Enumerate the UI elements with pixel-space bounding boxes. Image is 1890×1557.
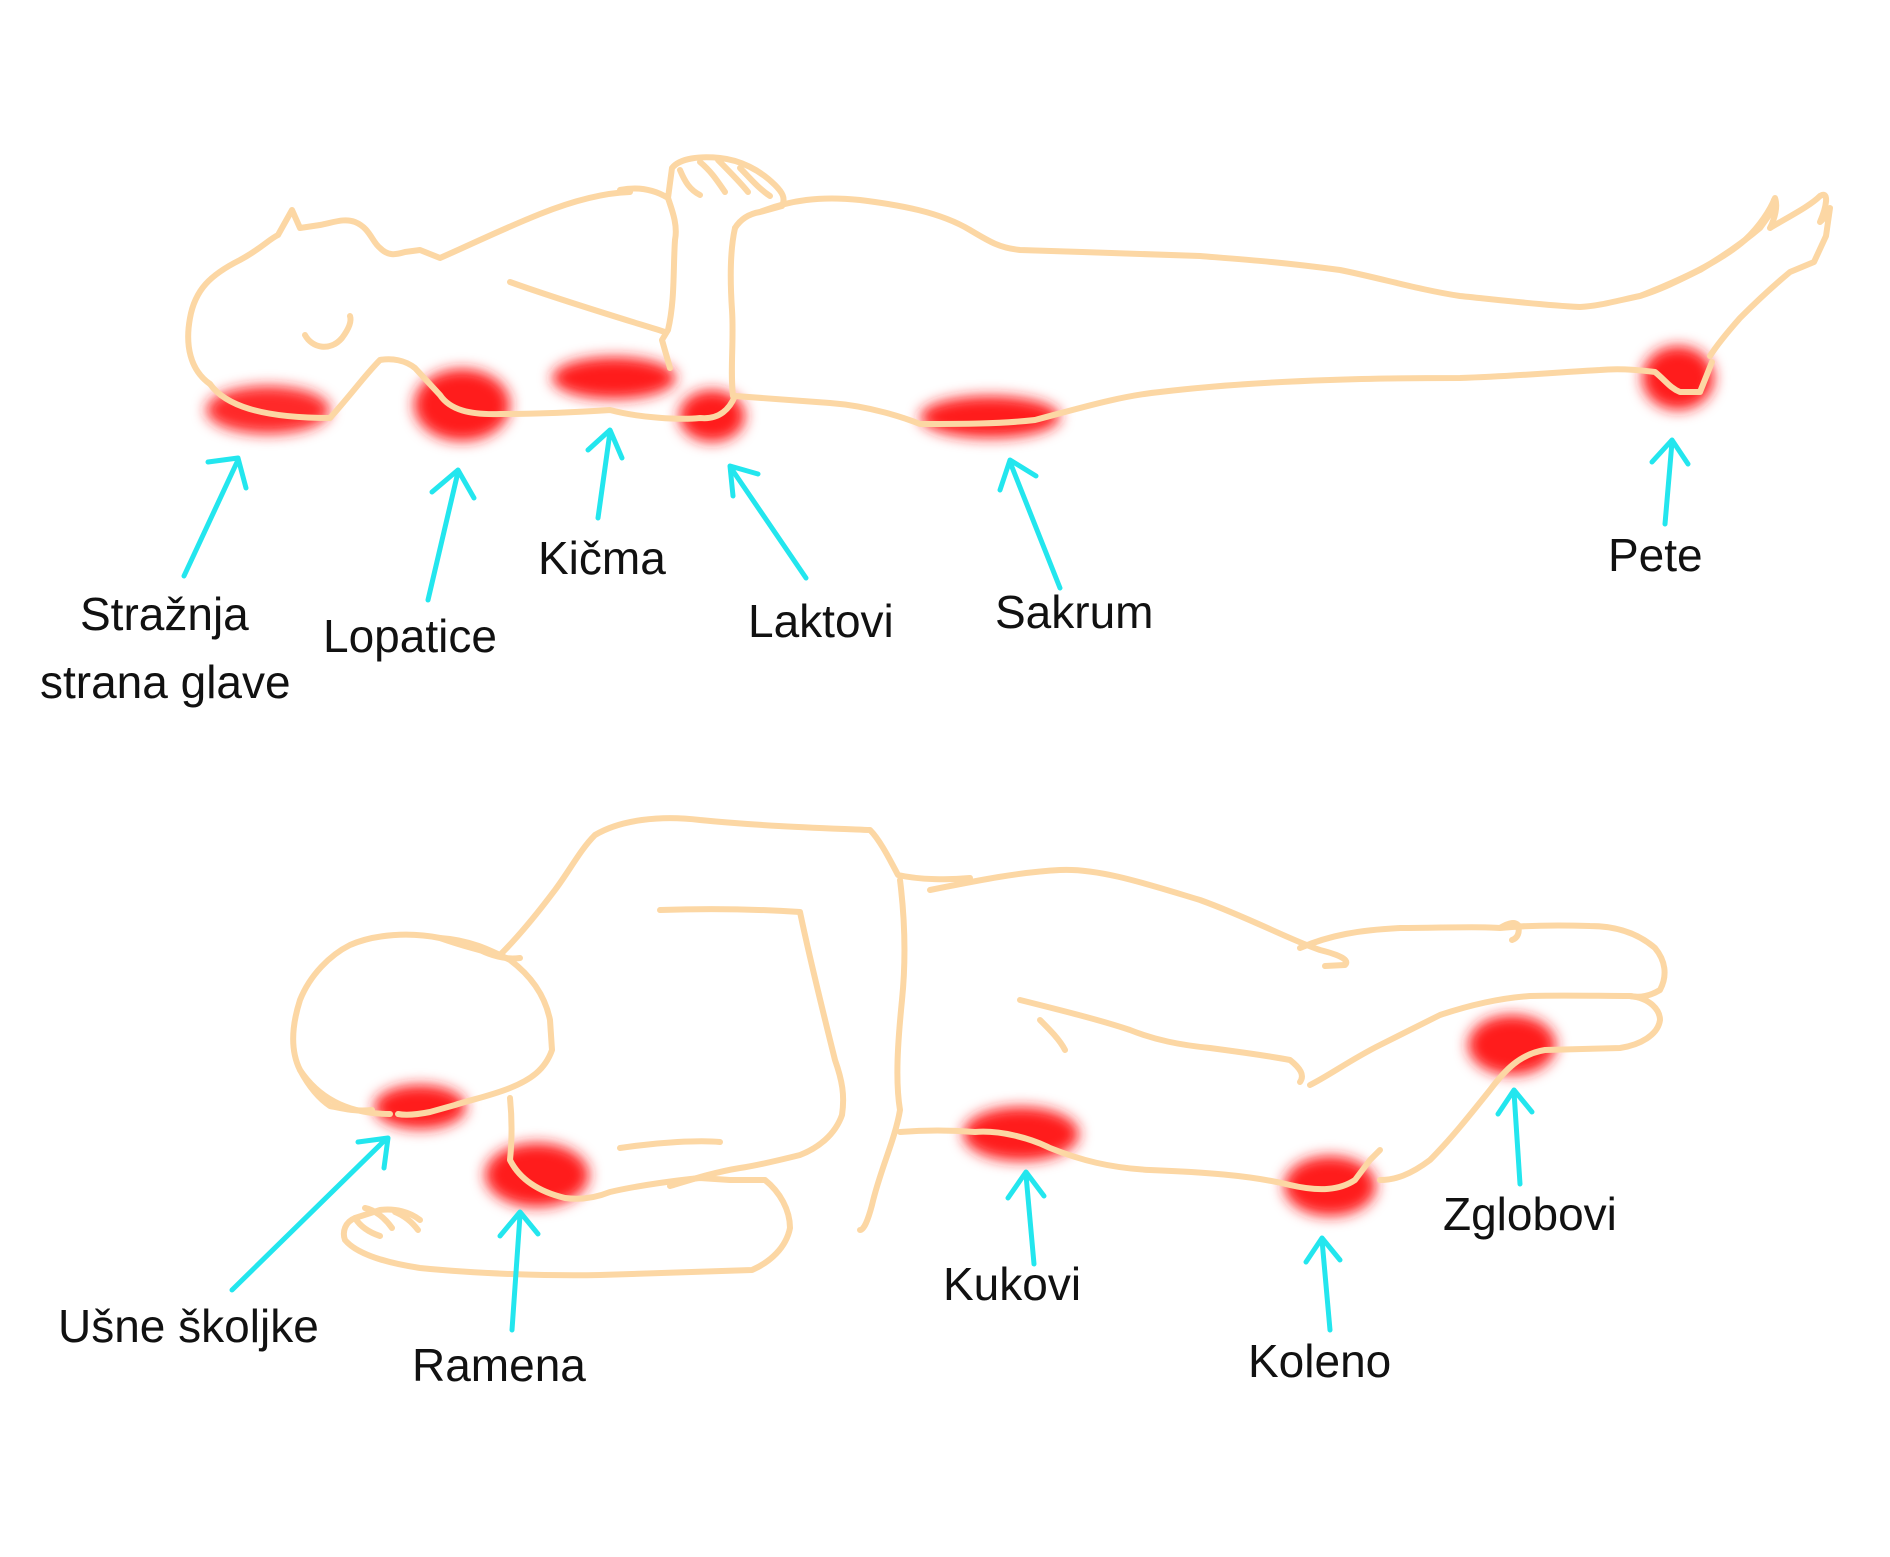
arrow-shoulders bbox=[497, 1209, 541, 1333]
supine-figure bbox=[185, 154, 1833, 442]
arrow-head-back bbox=[181, 455, 249, 579]
pressure-spot-ears bbox=[374, 1085, 466, 1129]
pressure-spot-shoulder-blades bbox=[414, 369, 510, 441]
label-hips: Kukovi bbox=[943, 1258, 1081, 1310]
arrows bbox=[181, 427, 1691, 1333]
pressure-spot-head bbox=[206, 386, 330, 434]
label-elbows: Laktovi bbox=[748, 595, 894, 647]
lateral-body-outline bbox=[290, 815, 1668, 1279]
arrow-elbows bbox=[727, 463, 809, 581]
arrow-ankles bbox=[1495, 1087, 1535, 1187]
label-heels: Pete bbox=[1608, 529, 1703, 581]
supine-body-outline bbox=[185, 154, 1833, 427]
label-back-of-head-line1: Stražnja bbox=[80, 588, 249, 640]
label-shoulders: Ramena bbox=[412, 1339, 586, 1391]
supine-pressure-spots bbox=[206, 346, 1714, 442]
arrow-ears bbox=[229, 1135, 391, 1293]
arrow-heels bbox=[1649, 437, 1691, 527]
label-ankles: Zglobovi bbox=[1443, 1188, 1617, 1240]
label-ears: Ušne školjke bbox=[58, 1300, 319, 1352]
arrow-hips bbox=[1005, 1169, 1047, 1267]
label-knee: Koleno bbox=[1248, 1335, 1391, 1387]
arrow-knee bbox=[1303, 1235, 1343, 1333]
label-sacrum: Sakrum bbox=[995, 586, 1153, 638]
pressure-spot-spine bbox=[552, 357, 676, 399]
labels: Stražnja strana glave Lopatice Kičma Lak… bbox=[40, 529, 1703, 1391]
arrow-spine bbox=[585, 427, 625, 521]
lateral-figure bbox=[290, 815, 1668, 1279]
label-spine: Kičma bbox=[538, 532, 666, 584]
label-back-of-head-line2: strana glave bbox=[40, 656, 291, 708]
lateral-pressure-spots bbox=[374, 1015, 1556, 1216]
arrow-shoulder-blades bbox=[425, 467, 477, 603]
label-shoulder-blades: Lopatice bbox=[323, 610, 497, 662]
pressure-spot-sacrum bbox=[920, 396, 1060, 438]
arrow-sacrum bbox=[997, 457, 1063, 591]
pressure-spot-ankles bbox=[1468, 1015, 1556, 1075]
